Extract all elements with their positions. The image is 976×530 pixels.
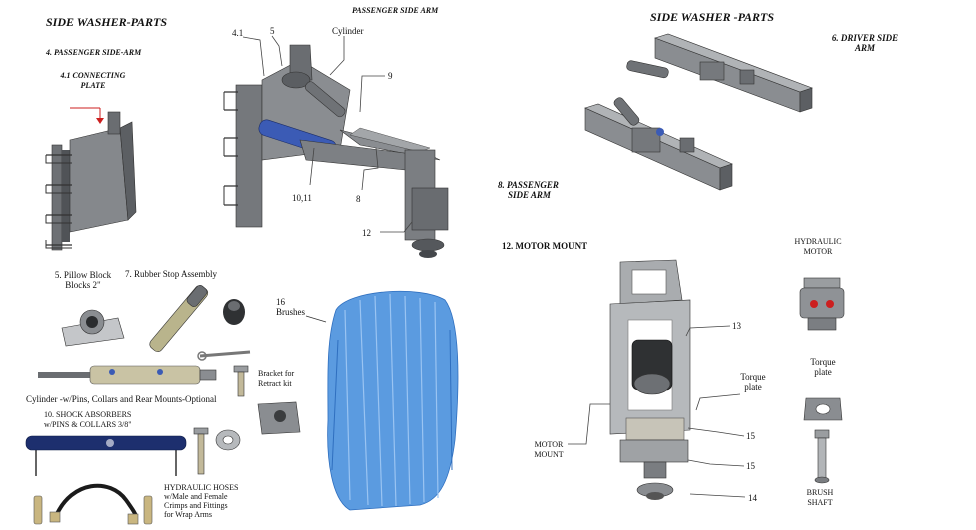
pillow-block-label-line2: Blocks 2" xyxy=(65,280,101,290)
title-left: SIDE WASHER-PARTS xyxy=(46,15,168,29)
shock-absorbers-label-line2: w/PINS & COLLARS 3/8" xyxy=(44,420,132,429)
torque-plate-center-label-line2: plate xyxy=(744,382,762,392)
motor-mount-label: MOTOR MOUNT xyxy=(530,440,568,460)
callout-10-11: 10,11 xyxy=(292,193,312,203)
callout-4-1: 4.1 xyxy=(232,28,244,38)
rubber-stop-illustration xyxy=(149,285,245,353)
bracket-label: Bracket for Retract kit xyxy=(258,369,294,389)
torque-plate-center-label-line1: Torque xyxy=(740,372,766,382)
connecting-plate-illustration xyxy=(45,111,137,251)
shock-absorber-illustration xyxy=(25,435,187,476)
motor-mount-heading: 12. MOTOR MOUNT xyxy=(502,241,588,251)
hydraulic-hoses-illustration xyxy=(33,483,153,525)
motor-mount-label-line1: MOTOR xyxy=(534,440,564,449)
brushes-illustration xyxy=(327,290,459,511)
hydraulic-hoses-label-line2: w/Male and Female xyxy=(164,492,228,501)
cylinder-pins-label: Cylinder -w/Pins, Collars and Rear Mount… xyxy=(26,394,217,404)
cotter-pin-illustration xyxy=(197,350,251,361)
callout-15b: 15 xyxy=(746,461,755,471)
brushes-leader xyxy=(305,315,327,323)
torque-plate-center-label: Torque plate xyxy=(736,372,770,392)
motor-mount-label-line2: MOUNT xyxy=(534,450,564,459)
brushes-label-line1: 16 xyxy=(276,297,285,307)
hydraulic-hoses-label-line4: for Wrap Arms xyxy=(164,510,212,519)
connecting-plate-arrow xyxy=(96,118,104,124)
motor-mount-leaders xyxy=(568,325,746,498)
retract-bracket-illustration xyxy=(257,401,301,435)
torque-plate-right-label: Torque plate xyxy=(806,357,840,377)
arm-callout-leaders xyxy=(242,35,413,233)
hydraulic-motor-label-line1: HYDRAULIC xyxy=(794,237,842,246)
cylinder-label: Cylinder xyxy=(332,26,364,36)
passenger-side-arm-heading: PASSENGER SIDE ARM xyxy=(352,6,439,15)
rubber-stop-label: 7. Rubber Stop Assembly xyxy=(125,269,218,279)
passenger-side-arm-8-label: 8. PASSENGER SIDE ARM xyxy=(498,180,559,200)
pin-bolt-illustration xyxy=(233,365,249,397)
title-right: SIDE WASHER -PARTS xyxy=(650,10,775,24)
driver-side-arm-illustration xyxy=(626,33,813,113)
pillow-block-label-line1: 5. Pillow Block xyxy=(54,270,112,280)
shock-absorbers-label: 10. SHOCK ABSORBERS w/PINS & COLLARS 3/8… xyxy=(44,410,132,430)
brush-shaft-illustration xyxy=(814,429,830,484)
hydraulic-motor-label: HYDRAULIC MOTOR xyxy=(790,237,846,257)
hydraulic-hoses-label: HYDRAULIC HOSES w/Male and Female Crimps… xyxy=(164,483,238,519)
brush-shaft-label-line2: SHAFT xyxy=(807,498,833,507)
bracket-label-line2: Retract kit xyxy=(258,379,292,388)
passenger-arm-assembly-illustration xyxy=(223,44,449,258)
callout-14: 14 xyxy=(748,493,757,503)
brush-shaft-label-line1: BRUSH xyxy=(806,488,834,497)
connecting-plate-label-line1: 4.1 CONNECTING xyxy=(60,71,126,80)
brushes-label-line2: Brushes xyxy=(276,307,305,317)
torque-plate-right-label-line2: plate xyxy=(814,367,832,377)
brushes-label: 16 Brushes xyxy=(276,297,305,317)
pillow-block-label: 5. Pillow Block Blocks 2" xyxy=(48,270,118,290)
connecting-plate-label: 4.1 CONNECTING PLATE xyxy=(58,71,128,91)
callout-15a: 15 xyxy=(746,431,755,441)
cylinder-with-pins-illustration xyxy=(38,365,217,385)
passenger-side-arm-8-label-line2: SIDE ARM xyxy=(508,190,551,200)
hydraulic-hoses-label-line1: HYDRAULIC HOSES xyxy=(164,483,239,492)
torque-plate-illustration xyxy=(803,397,843,421)
hydraulic-motor-label-line2: MOTOR xyxy=(803,247,833,256)
callout-13: 13 xyxy=(732,321,741,331)
callout-12: 12 xyxy=(362,228,371,238)
motor-mount-illustration xyxy=(609,259,691,500)
passenger-side-arm-8-illustration xyxy=(584,97,733,191)
pillow-block-illustration xyxy=(61,309,125,347)
driver-side-arm-label-line1: 6. DRIVER SIDE xyxy=(831,33,899,43)
shock-absorbers-label-line1: 10. SHOCK ABSORBERS xyxy=(44,410,132,419)
brush-shaft-label: BRUSH SHAFT xyxy=(800,488,840,508)
passenger-side-arm-4-label: 4. PASSENGER SIDE-ARM xyxy=(46,48,142,57)
callout-5: 5 xyxy=(270,26,275,36)
hydraulic-hoses-label-line3: Crimps and Fittings xyxy=(164,501,228,510)
bracket-label-line1: Bracket for xyxy=(258,369,295,378)
pin-collar-illustration xyxy=(193,427,241,475)
torque-plate-right-label-line1: Torque xyxy=(810,357,836,367)
hydraulic-motor-illustration xyxy=(799,277,845,331)
driver-side-arm-label: 6. DRIVER SIDE ARM xyxy=(822,33,908,53)
driver-side-arm-label-line2: ARM xyxy=(854,43,875,53)
connecting-plate-label-line2: PLATE xyxy=(80,81,106,90)
callout-8: 8 xyxy=(356,194,361,204)
passenger-side-arm-8-label-line1: 8. PASSENGER xyxy=(498,180,559,190)
callout-9: 9 xyxy=(388,71,393,81)
